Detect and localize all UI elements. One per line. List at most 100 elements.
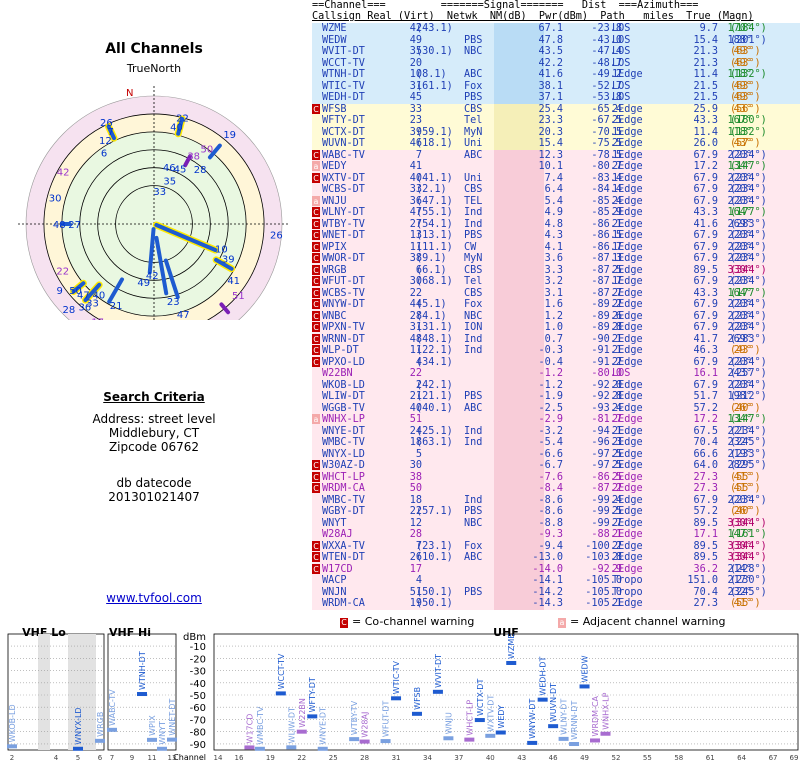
cell-pwr: -94.1 (591, 425, 622, 437)
cell-call[interactable]: WCBS-TV (322, 287, 365, 299)
cell-path: 2Edge (612, 402, 643, 414)
cell-az: 282° (727, 460, 752, 471)
cell-path: LOS (612, 92, 631, 103)
cell-call[interactable]: W17CD (322, 563, 353, 575)
cell-path: 2Edge (612, 138, 643, 149)
criteria-address: Address: street level (92, 412, 216, 426)
cell-call[interactable]: WNJN (322, 586, 347, 598)
cell-call[interactable]: WPXO-LD (322, 356, 365, 368)
cell-call[interactable]: WNJU (322, 195, 347, 207)
cell-mag: (57°) (730, 138, 761, 149)
station-bar (275, 691, 286, 696)
cell-call[interactable]: W30AZ-D (322, 460, 365, 471)
north-marker: N (126, 88, 133, 99)
cell-pwr: -48.7 (591, 57, 622, 69)
cell-call[interactable]: WXXA-TV (322, 540, 365, 552)
cell-path: 2Edge (612, 598, 643, 609)
channel-tick: 34 (423, 754, 432, 762)
cell-mag: (177°) (730, 207, 767, 218)
cell-net: Uni (464, 172, 483, 184)
cell-call[interactable]: WHCT-LP (322, 471, 365, 483)
cell-call[interactable]: WRNN-DT (322, 333, 365, 345)
cell-call[interactable]: WLIW-DT (322, 391, 365, 402)
cell-path: 2Edge (612, 310, 643, 322)
cell-call[interactable]: WACP (322, 575, 347, 586)
cell-call[interactable]: WEDH-DT (322, 92, 365, 103)
cell-mag: (234°) (730, 322, 767, 333)
cell-call[interactable]: WRDM-CA (322, 483, 365, 494)
cell-call[interactable]: WTEN-DT (322, 552, 365, 563)
cell-call[interactable]: WLP-DT (322, 345, 359, 356)
cell-call[interactable]: WTNH-DT (322, 69, 365, 80)
cell-call[interactable]: WFUT-DT (322, 276, 365, 287)
cell-call[interactable]: WNYX-LD (322, 448, 365, 460)
cell-call[interactable]: WXTV-DT (322, 172, 365, 184)
cell-call[interactable]: WMBC-TV (322, 437, 365, 448)
cell-call[interactable]: WTBY-TV (322, 218, 365, 230)
cell-call[interactable]: WNYT (322, 517, 347, 529)
cell-call[interactable]: WPXN-TV (322, 322, 365, 333)
cell-call[interactable]: WFSB (322, 103, 347, 115)
cell-virt: (55.1) (416, 207, 453, 218)
cell-mag: (283°) (730, 218, 767, 230)
cell-call[interactable]: WEDY (322, 161, 347, 172)
cell-call[interactable]: WABC-TV (322, 149, 365, 161)
cell-nm: 1.2 (544, 310, 563, 322)
cell-call[interactable]: WUVN-DT (322, 138, 365, 149)
polar-bar (163, 258, 180, 300)
cell-call[interactable]: WNET-DT (322, 230, 365, 241)
cell-path: 2Edge (612, 506, 643, 517)
cell-dist: 11.4 (693, 69, 718, 80)
cell-call[interactable]: WRGB (322, 264, 347, 276)
co-channel-glyph: C (340, 618, 348, 628)
y-tick-label: -30 (190, 667, 206, 678)
cell-az: 330° (727, 517, 752, 529)
polar-channel-label: 41 (227, 276, 240, 287)
cell-call[interactable]: WGBY-DT (322, 506, 365, 517)
cell-call[interactable]: WNBC (322, 310, 347, 322)
cell-call[interactable]: WPIX (322, 241, 347, 253)
cell-call[interactable]: WEDW (322, 34, 347, 46)
station-label: W28AJ (361, 712, 370, 738)
cell-call[interactable]: WKOB-LD (322, 379, 365, 391)
cell-path: 2Edge (612, 264, 643, 276)
cell-call[interactable]: WTIC-TV (322, 80, 365, 92)
polar-channel-label: 39 (222, 255, 235, 266)
cell-call[interactable]: WVIT-DT (322, 46, 365, 57)
cell-net: TEL (464, 195, 483, 207)
nm-column-band (494, 103, 544, 116)
cell-pwr: -84.4 (591, 184, 622, 195)
cell-pwr: -88.1 (591, 529, 622, 540)
cell-call[interactable]: WMBC-TV (322, 494, 365, 506)
cell-dist: 89.5 (693, 264, 718, 276)
adjacent-label: = Adjacent channel warning (570, 615, 726, 628)
cell-call[interactable]: WNYW-DT (322, 299, 365, 310)
cell-path: 1Edge (612, 149, 643, 161)
cell-call[interactable]: WGGB-TV (322, 402, 365, 414)
cell-call[interactable]: WZME (322, 23, 347, 34)
cell-call[interactable]: W28AJ (322, 529, 353, 540)
cell-call[interactable]: WNYE-DT (322, 425, 365, 437)
cell-call[interactable]: W22BN (322, 368, 353, 379)
cell-call[interactable]: WCTX-DT (322, 126, 365, 138)
cell-call[interactable]: WCBS-DT (322, 184, 365, 195)
site-link[interactable]: www.tvfool.com (106, 591, 202, 605)
cell-dist: 70.4 (693, 437, 718, 448)
cell-call[interactable]: WFTY-DT (322, 115, 365, 126)
cell-call[interactable]: WRDM-CA (322, 598, 365, 609)
cell-call[interactable]: WWOR-DT (322, 253, 365, 264)
station-bar (286, 745, 297, 750)
cell-call[interactable]: WLNY-DT (322, 207, 365, 218)
cell-pwr: -80.7 (591, 161, 622, 172)
co-channel-warning-icon: C (312, 253, 320, 263)
cell-call[interactable]: WCCT-TV (322, 57, 365, 69)
cell-call[interactable]: WNHX-LP (322, 414, 365, 425)
table-header-groups: ==Channel=== =======Signal======= Dist =… (312, 0, 699, 11)
compass-label: TrueNorth (126, 62, 181, 75)
cell-path: Tropo (612, 586, 643, 598)
cell-az: 220° (727, 195, 752, 207)
